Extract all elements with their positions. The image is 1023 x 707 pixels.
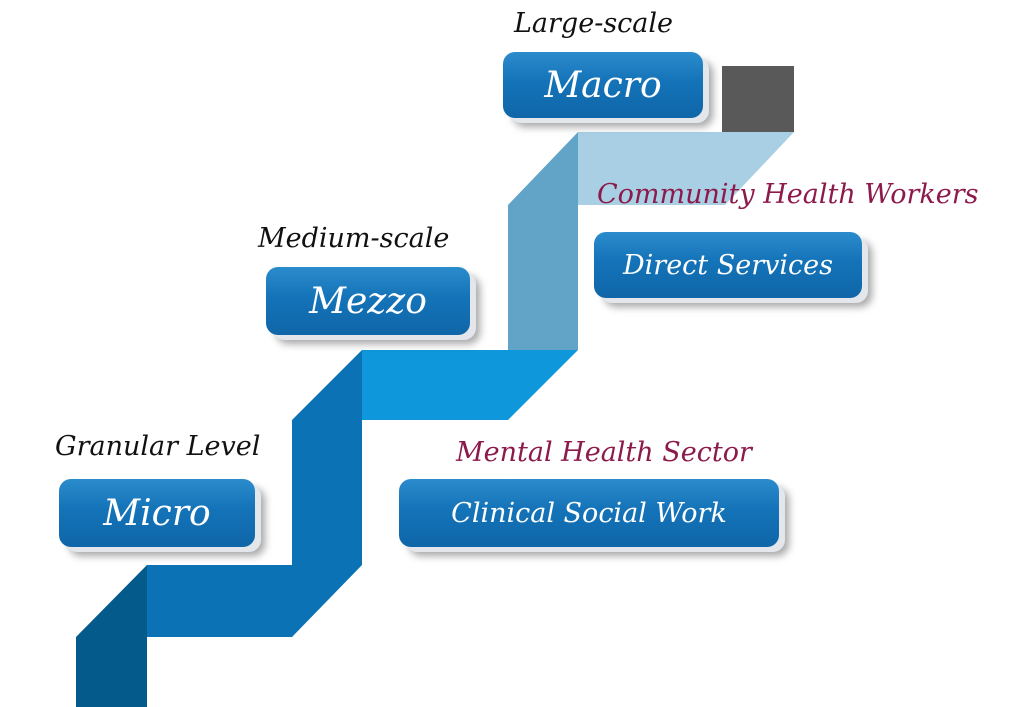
macro-caption: Large-scale <box>514 8 674 39</box>
ribbon-step-lower <box>147 565 362 637</box>
ribbon-riser-upper <box>508 132 578 350</box>
direct-services-box: Direct Services <box>594 232 862 298</box>
ribbon-step-top <box>578 132 794 205</box>
micro-caption: Granular Level <box>55 431 261 462</box>
top-block <box>722 66 794 132</box>
mental-health-sector-title: Mental Health Sector <box>456 437 752 468</box>
community-health-workers-title: Community Health Workers <box>597 179 979 210</box>
mezzo-caption: Medium-scale <box>258 223 450 254</box>
clinical-social-work-box: Clinical Social Work <box>399 479 779 547</box>
ribbon-riser-bottom <box>76 565 147 707</box>
micro-box: Micro <box>59 479 255 547</box>
macro-box: Macro <box>503 52 703 118</box>
ribbon-riser-middle <box>292 350 362 565</box>
ribbon-step-middle <box>362 350 578 420</box>
mezzo-box: Mezzo <box>266 267 470 335</box>
